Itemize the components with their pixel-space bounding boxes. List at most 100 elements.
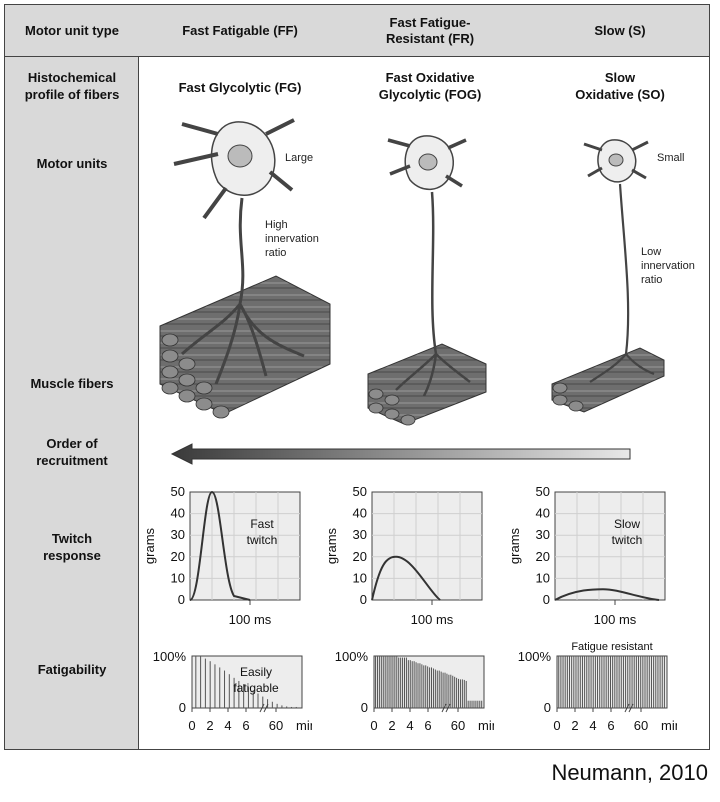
- profile-fog: Fast Oxidative Glycolytic (FOG): [378, 70, 482, 102]
- y-axis-label: grams: [142, 527, 157, 564]
- twitch-annotation: Fast: [250, 517, 274, 531]
- x-tick-label: 2: [206, 718, 213, 733]
- profile-fg: Fast Glycolytic (FG): [178, 80, 302, 95]
- y-tick-label: 20: [536, 549, 550, 564]
- x-tick-label: 6: [242, 718, 249, 733]
- x-tick-label: 4: [406, 718, 413, 733]
- note-low-ratio: Low innervation ratio: [641, 246, 695, 286]
- twitch-annotation: twitch: [612, 533, 643, 547]
- twitch-chart-0: 50 40 30 20 10 0 grams 100 ms Fast twitch: [142, 484, 301, 627]
- twitch-curve: [554, 588, 660, 601]
- motor-unit-illustration: [159, 118, 665, 426]
- fatigue-chart-2: 100%0024660min.Fatigue resistant: [518, 642, 677, 733]
- x-tick-label: 60: [451, 718, 465, 733]
- x-tick-label: 0: [370, 718, 377, 733]
- y-tick-label: 0: [361, 700, 368, 715]
- y-tick-label: 0: [178, 592, 185, 607]
- twitch-curve: [189, 490, 251, 601]
- note-large: Large: [285, 152, 314, 164]
- header-col-ff: Fast Fatigable (FF): [182, 23, 298, 38]
- note-small: Small: [657, 152, 685, 164]
- y-tick-label: 50: [536, 484, 550, 499]
- y-tick-label: 10: [171, 570, 185, 585]
- header-row: Motor unit type Fast Fatigable (FF) Fast…: [5, 5, 709, 57]
- axis-break: [624, 703, 630, 713]
- x-tick-label: min.: [296, 718, 312, 733]
- twitch-plot-area: [371, 491, 483, 601]
- fatigue-top-note: Fatigue resistant: [571, 642, 652, 653]
- y-axis-label: grams: [324, 527, 339, 564]
- fatigue-plot-area: [373, 655, 485, 709]
- muscle-fibers-s: [551, 347, 665, 413]
- y-tick-label: 10: [353, 570, 367, 585]
- neuron-s: [583, 139, 655, 383]
- x-tick-label: 60: [269, 718, 283, 733]
- row-label-fatigability: Fatigability: [37, 662, 107, 677]
- fatigue-chart-1: 100%0024660min.: [335, 649, 494, 733]
- x-axis-label: 100 ms: [594, 612, 637, 627]
- y-tick-label: 40: [353, 506, 367, 521]
- axis-break: [445, 703, 451, 713]
- y-axis-label: grams: [507, 527, 522, 564]
- row-label-histochemical: Histochemical profile of fibers: [24, 70, 120, 102]
- axis-break: [263, 703, 269, 713]
- twitch-plot-area: [189, 491, 301, 601]
- y-tick-label: 0: [360, 592, 367, 607]
- x-axis-label: 100 ms: [229, 612, 272, 627]
- y-tick-label: 40: [171, 506, 185, 521]
- muscle-fibers-ff: [159, 275, 331, 419]
- twitch-chart-1: 50 40 30 20 10 0 grams 100 ms: [324, 484, 483, 627]
- y-tick-label: 20: [171, 549, 185, 564]
- row-label-twitch: Twitch response: [43, 531, 101, 563]
- profile-so: Slow Oxidative (SO): [575, 70, 665, 102]
- neuron-fr: [387, 135, 471, 397]
- twitch-curve: [371, 555, 441, 601]
- muscle-fibers-fr: [367, 343, 487, 426]
- y-tick-label: 0: [543, 592, 550, 607]
- x-tick-label: 2: [388, 718, 395, 733]
- fatigue-annotation: fatigable: [233, 681, 279, 695]
- row-label-motor-units: Motor units: [36, 156, 108, 171]
- row-label-order: Order of recruitment: [36, 436, 108, 468]
- header-col-s: Slow (S): [594, 23, 646, 38]
- recruitment-arrow: [170, 443, 631, 465]
- x-tick-label: 6: [424, 718, 431, 733]
- x-tick-label: 0: [553, 718, 560, 733]
- x-tick-label: 4: [224, 718, 231, 733]
- axis-break: [441, 703, 447, 713]
- row-label-muscle-fibers: Muscle fibers: [30, 376, 114, 391]
- credit: Neumann, 2010: [551, 760, 708, 785]
- x-tick-label: 4: [589, 718, 596, 733]
- x-tick-label: 60: [634, 718, 648, 733]
- diagram-frame: Motor unit type Fast Fatigable (FF) Fast…: [4, 4, 710, 750]
- axis-break: [259, 703, 265, 713]
- y-tick-label: 100%: [518, 649, 552, 664]
- y-tick-label: 20: [353, 549, 367, 564]
- header-row-label: Motor unit type: [25, 23, 119, 38]
- x-tick-label: 6: [607, 718, 614, 733]
- header-col-fr: Fast Fatigue- Resistant (FR): [385, 15, 475, 46]
- twitch-annotation: Slow: [614, 517, 640, 531]
- x-axis-label: 100 ms: [411, 612, 454, 627]
- note-high-ratio: High innervation ratio: [265, 219, 319, 259]
- fatigue-plot-area: [556, 655, 668, 709]
- y-tick-label: 30: [536, 527, 550, 542]
- y-tick-label: 0: [544, 700, 551, 715]
- y-tick-label: 50: [171, 484, 185, 499]
- twitch-annotation: twitch: [247, 533, 278, 547]
- twitch-plot-area: [554, 491, 666, 601]
- twitch-chart-2: 50 40 30 20 10 0 grams 100 ms Slow twitch: [507, 484, 666, 627]
- y-tick-label: 50: [353, 484, 367, 499]
- y-tick-label: 30: [353, 527, 367, 542]
- y-tick-label: 100%: [153, 649, 187, 664]
- neuron-ff: [173, 118, 305, 385]
- y-tick-label: 10: [536, 570, 550, 585]
- y-tick-label: 30: [171, 527, 185, 542]
- x-tick-label: 0: [188, 718, 195, 733]
- row-label-column: [5, 5, 139, 749]
- axis-break: [628, 703, 634, 713]
- x-tick-label: min.: [661, 718, 677, 733]
- fatigue-annotation: Easily: [240, 665, 272, 679]
- y-tick-label: 40: [536, 506, 550, 521]
